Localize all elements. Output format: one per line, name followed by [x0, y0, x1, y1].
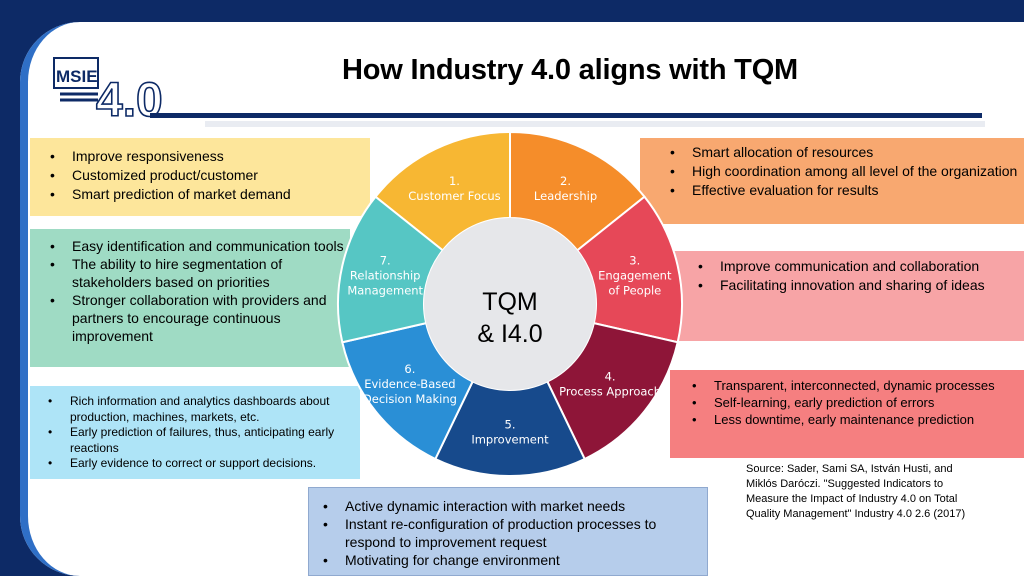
list-item: Easy identification and communication to… [46, 237, 350, 255]
wheel-segment-3-label: of People [608, 284, 661, 298]
list-item: Early evidence to correct or support dec… [44, 456, 360, 472]
list-item: Active dynamic interaction with market n… [319, 497, 707, 515]
list-item: Customized product/customer [46, 166, 370, 185]
title-underline-shadow [205, 121, 985, 127]
engagement-box: Improve communication and collaboration … [670, 251, 1024, 341]
wheel-segment-5-label: 5. [505, 418, 516, 432]
list-item: Smart prediction of market demand [46, 185, 370, 204]
list-item: Motivating for change environment [319, 551, 707, 569]
wheel-segment-6-label: Evidence-Based [364, 377, 455, 391]
list-item: Facilitating innovation and sharing of i… [694, 276, 1024, 295]
wheel-segment-7-label: Management [347, 284, 423, 298]
wheel-segment-5-label: Improvement [471, 433, 549, 447]
wheel-segment-7-label: 7. [380, 254, 391, 268]
wheel-center-circle [424, 218, 596, 390]
wheel-segment-1-label: 1. [449, 174, 460, 188]
list-item: Self-learning, early prediction of error… [688, 394, 1024, 411]
list-item: Improve responsiveness [46, 147, 370, 166]
msie-logo: MSIE 4.0 [53, 57, 164, 128]
center-line-1: TQM [482, 288, 538, 316]
process-box: Transparent, interconnected, dynamic pro… [670, 370, 1024, 458]
list-item: Early prediction of failures, thus, anti… [44, 425, 360, 456]
source-citation: Source: Sader, Sami SA, István Husti, an… [746, 463, 966, 520]
wheel-segment-2-label: 2. [560, 174, 571, 188]
improvement-box: Active dynamic interaction with market n… [308, 487, 708, 576]
wheel-segment-4-label: Process Approach [559, 384, 661, 398]
wheel-segment-4-label: 4. [605, 369, 616, 383]
list-item: Effective evaluation for results [666, 181, 1024, 200]
list-item: The ability to hire segmentation of stak… [46, 255, 350, 291]
list-item: Instant re-configuration of production p… [319, 515, 707, 551]
page-title: How Industry 4.0 aligns with TQM [341, 54, 799, 86]
customer-focus-box: Improve responsiveness Customized produc… [30, 138, 370, 216]
leadership-box: Smart allocation of resources High coord… [640, 138, 1024, 224]
title-underline [150, 113, 982, 118]
wheel-segment-6-label: 6. [404, 362, 415, 376]
wheel-segments: 1.Customer Focus 2.Leadership 3.Engagement… [337, 130, 683, 477]
list-item: Improve communication and collaboration [694, 257, 1024, 276]
list-item: Smart allocation of resources [666, 143, 1024, 162]
wheel-segment-6-label: Decision Making [363, 392, 457, 406]
wheel-segment-2-label: Leadership [534, 189, 597, 203]
wheel-segment-1-label: Customer Focus [408, 189, 500, 203]
evidence-box: Rich information and analytics dashboard… [30, 386, 360, 479]
wheel-segment-3-label: 3. [629, 254, 640, 268]
relationship-box: Easy identification and communication to… [30, 229, 350, 367]
center-line-2: & I4.0 [477, 320, 542, 348]
list-item: Stronger collaboration with providers an… [46, 291, 350, 345]
logo-left-text: MSIE [56, 67, 98, 86]
list-item: Rich information and analytics dashboard… [44, 394, 360, 425]
logo-right-text: 4.0 [96, 74, 163, 127]
list-item: High coordination among all level of the… [666, 162, 1024, 181]
list-item: Less downtime, early maintenance predict… [688, 411, 1024, 428]
tqm-wheel: 1.Customer Focus 2.Leadership 3.Engagement… [337, 130, 683, 477]
list-item: Transparent, interconnected, dynamic pro… [688, 377, 1024, 394]
wheel-segment-7-label: Relationship [350, 269, 421, 283]
wheel-segment-3-label: Engagement [598, 269, 672, 283]
